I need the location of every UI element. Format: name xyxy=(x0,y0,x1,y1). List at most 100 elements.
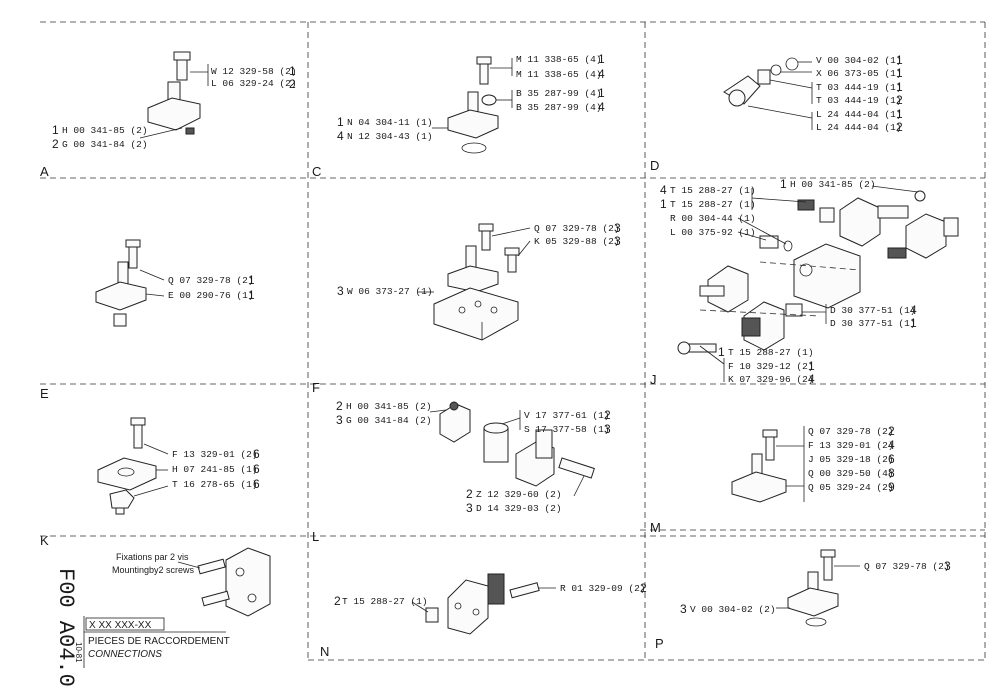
part-ref-l-2: G 00 341-84 (2) xyxy=(346,415,432,426)
part-ref-c-4: B 35 287-99 (4) xyxy=(516,102,602,113)
panel-f-callouts xyxy=(418,227,531,293)
qty-j-9: 1 xyxy=(808,359,815,373)
panel-letter-D: D xyxy=(650,158,659,173)
part-ref-f-1: Q 07 329-78 (2) xyxy=(534,223,620,234)
title-en: CONNECTIONS xyxy=(88,649,162,660)
qty-p-2: 3 xyxy=(680,602,687,616)
qty-m-1: 2 xyxy=(888,424,895,438)
qty-l-5: 2 xyxy=(466,487,473,501)
qty-m-2: 4 xyxy=(888,438,895,452)
part-ref-l-5: Z 12 329-60 (2) xyxy=(476,489,562,500)
part-ref-c-6: N 12 304-43 (1) xyxy=(347,131,433,142)
part-ref-p-1: Q 07 329-78 (2) xyxy=(864,561,950,572)
part-ref-c-3: B 35 287-99 (4) xyxy=(516,88,602,99)
part-ref-a-3: H 00 341-85 (2) xyxy=(62,125,148,136)
part-ref-k-2: H 07 241-85 (1) xyxy=(172,464,258,475)
qty-c-5: 1 xyxy=(337,115,344,129)
qty-j-5: 1 xyxy=(780,177,787,191)
part-ref-j-8: T 15 288-27 (1) xyxy=(728,347,814,358)
panel-m-callouts xyxy=(776,426,805,502)
qty-e-2: 1 xyxy=(248,288,255,302)
panel-j-callouts xyxy=(699,185,919,382)
qty-n-1: 2 xyxy=(334,594,341,608)
qty-d-3: 1 xyxy=(896,80,903,94)
part-ref-m-5: Q 05 329-24 (2) xyxy=(808,482,894,493)
qty-j-8: 1 xyxy=(718,345,725,359)
panel-c-drawing xyxy=(447,56,499,154)
qty-l-2: 3 xyxy=(336,413,343,427)
part-ref-k-1: F 13 329-01 (2) xyxy=(172,449,258,460)
part-ref-j-10: K 07 329-96 (2) xyxy=(728,374,814,385)
qty-m-5: 9 xyxy=(888,480,895,494)
qty-d-5: 1 xyxy=(896,107,903,121)
part-ref-j-7: D 30 377-51 (1) xyxy=(830,318,916,329)
part-ref-j-3: R 00 304-44 (1) xyxy=(670,213,756,224)
part-ref-j-4: L 00 375-92 (1) xyxy=(670,227,756,238)
qty-m-3: 6 xyxy=(888,452,895,466)
qty-a-4: 2 xyxy=(52,137,59,151)
part-ref-d-1: V 00 304-02 (1) xyxy=(816,55,902,66)
panel-letter-C: C xyxy=(312,164,321,179)
qty-c-3: 1 xyxy=(598,86,605,100)
panel-l-drawing xyxy=(439,401,595,487)
part-ref-j-6: D 30 377-51 (1) xyxy=(830,305,916,316)
qty-a-3: 1 xyxy=(52,123,59,137)
part-ref-j-5: H 00 341-85 (2) xyxy=(790,179,876,190)
part-ref-d-5: L 24 444-04 (1) xyxy=(816,109,902,120)
qty-l-3: 2 xyxy=(604,408,611,422)
panel-letter-P: P xyxy=(655,636,664,651)
qty-f-1: 3 xyxy=(614,221,621,235)
mounting-drawing xyxy=(177,547,271,617)
part-ref-c-5: N 04 304-11 (1) xyxy=(347,117,433,128)
qty-l-6: 3 xyxy=(466,501,473,515)
title-block xyxy=(83,616,226,668)
part-ref-j-9: F 10 329-12 (2) xyxy=(728,361,814,372)
panel-letter-J: J xyxy=(650,372,657,387)
qty-l-4: 3 xyxy=(604,422,611,436)
qty-d-2: 1 xyxy=(896,66,903,80)
qty-e-1: 1 xyxy=(248,273,255,287)
panel-letter-M: M xyxy=(650,520,661,535)
qty-d-1: 1 xyxy=(896,53,903,67)
qty-j-1: 4 xyxy=(660,183,667,197)
part-ref-m-3: J 05 329-18 (2) xyxy=(808,454,894,465)
part-ref-e-2: E 00 290-76 (1) xyxy=(168,290,254,301)
panel-e-callouts xyxy=(139,269,165,297)
part-ref-d-4: T 03 444-19 (1) xyxy=(816,95,902,106)
panel-a-callouts xyxy=(139,64,209,139)
qty-l-1: 2 xyxy=(336,399,343,413)
title-fr: PIECES DE RACCORDEMENT xyxy=(88,636,230,647)
panel-j-drawing xyxy=(677,190,959,355)
part-ref-l-3: V 17 377-61 (1) xyxy=(524,410,610,421)
part-ref-n-2: R 01 329-09 (2) xyxy=(560,583,646,594)
qty-j-2: 1 xyxy=(660,197,667,211)
part-ref-l-4: S 17 377-58 (1) xyxy=(524,424,610,435)
qty-d-4: 2 xyxy=(896,93,903,107)
part-ref-d-6: L 24 444-04 (1) xyxy=(816,122,902,133)
part-ref-f-3: W 06 373-27 (1) xyxy=(347,286,433,297)
panel-letter-E: E xyxy=(40,386,49,401)
part-ref-p-2: V 00 304-02 (2) xyxy=(690,604,776,615)
qty-a-2: 2 xyxy=(289,77,296,91)
part-ref-c-2: M 11 338-65 (4) xyxy=(516,69,602,80)
doc-date: 10-81 xyxy=(74,642,83,663)
panel-letter-N: N xyxy=(320,644,329,659)
doc-code: F00 A04.0 xyxy=(53,568,78,687)
qty-c-1: 1 xyxy=(598,52,605,66)
panel-l-callouts xyxy=(429,409,585,497)
qty-c-4: 4 xyxy=(598,100,605,114)
part-ref-a-2: L 06 329-24 (2) xyxy=(211,78,297,89)
part-ref-l-1: H 00 341-85 (2) xyxy=(346,401,432,412)
part-ref-n-1: T 15 288-27 (1) xyxy=(342,596,428,607)
mounting-note-en: Mountingby2 screws xyxy=(112,565,195,575)
part-ref-m-1: Q 07 329-78 (2) xyxy=(808,426,894,437)
panel-letter-A: A xyxy=(40,164,49,179)
qty-j-10: 4 xyxy=(808,372,815,386)
panel-n-drawing xyxy=(425,573,540,635)
panel-f-drawing xyxy=(433,223,520,341)
panel-c-callouts xyxy=(432,58,513,129)
part-ref-e-1: Q 07 329-78 (2) xyxy=(168,275,254,286)
panel-letter-F: F xyxy=(312,380,320,395)
qty-f-3: 3 xyxy=(337,284,344,298)
